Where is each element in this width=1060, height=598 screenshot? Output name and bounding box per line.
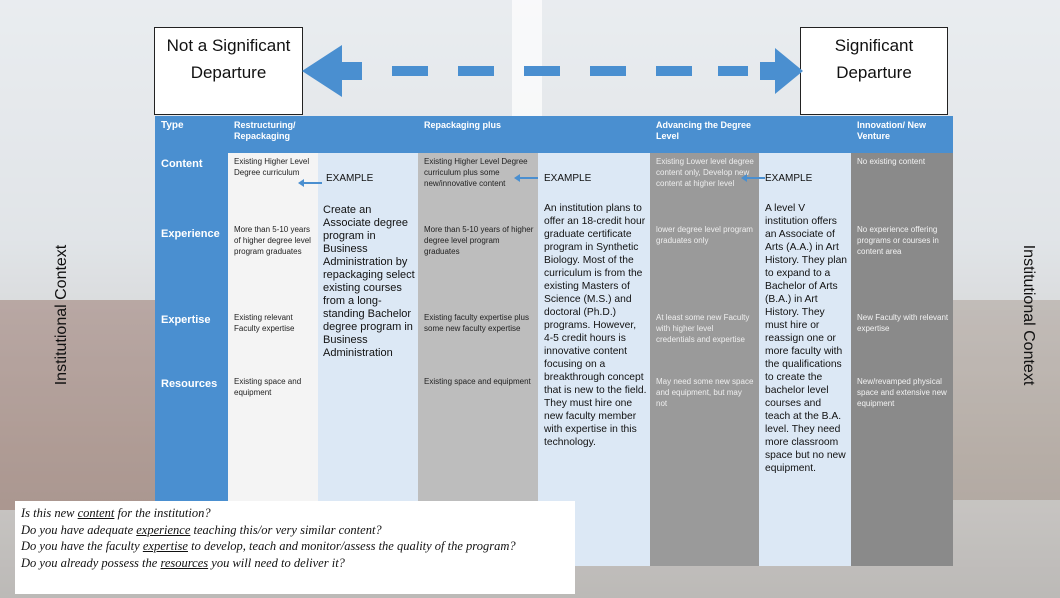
example-3-label: EXAMPLE [765, 173, 813, 184]
example-1-header-bg [318, 116, 418, 153]
institutional-context-left: Institutional Context [53, 244, 70, 386]
repackaging-plus-header: Repackaging plus [424, 120, 502, 130]
restructuring-content: Existing Higher Level Degree curriculum [234, 157, 310, 177]
repackaging-plus-resources: Existing space and equipment [424, 377, 531, 386]
arrow-dash [392, 66, 428, 76]
example-3-column: EXAMPLE A level V institution offers an … [741, 116, 851, 566]
restructuring-header: Restructuring/ Repackaging [234, 120, 296, 141]
arrow-left-icon [298, 179, 322, 187]
advancing-expertise: At least some new Faculty with higher le… [656, 313, 750, 344]
example-2-label: EXAMPLE [544, 173, 592, 184]
innovation-content: No existing content [857, 157, 926, 166]
restructuring-resources: Existing space and equipment [234, 377, 302, 397]
spectrum-double-arrow [302, 45, 803, 97]
arrow-dash [718, 66, 748, 76]
question-expertise: Do you have the faculty expertise to dev… [21, 539, 516, 553]
arrow-dash [590, 66, 626, 76]
example-2-column: EXAMPLE An institution plans to offer an… [514, 116, 650, 566]
institutional-context-right: Institutional Context [1020, 244, 1037, 386]
departure-table: Type Content Experience Expertise Resour… [155, 116, 953, 566]
example-3-text: A level V institution offers an Associat… [765, 203, 848, 474]
innovation-resources: New/revamped physical space and extensiv… [857, 377, 947, 408]
repackaging-plus-column: Repackaging plus Existing Higher Level D… [418, 116, 538, 566]
advancing-column: Advancing the Degree Level Existing Lowe… [650, 116, 759, 566]
example-1-column: EXAMPLE Create an Associate degree progr… [298, 116, 418, 566]
arrow-dash [656, 66, 692, 76]
innovation-experience: No experience offering programs or cours… [857, 225, 939, 256]
row-label-experience: Experience [161, 228, 220, 240]
innovation-expertise: New Faculty with relevant expertise [857, 313, 949, 333]
left-arrowhead [302, 45, 362, 97]
significant-departure-label: Significant Departure [834, 36, 914, 82]
not-significant-departure-label: Not a Significant Departure [166, 36, 291, 82]
innovation-header: Innovation/ New Venture [857, 120, 927, 141]
row-label-content: Content [161, 158, 203, 170]
arrow-dash [458, 66, 494, 76]
arrow-left-icon [514, 174, 538, 182]
row-label-resources: Resources [161, 378, 218, 390]
advancing-content: Existing Lower level degree content only… [656, 157, 754, 188]
advancing-header-bg [650, 116, 759, 153]
question-content: Is this new content for the institution? [21, 506, 211, 520]
arrow-left-icon [741, 174, 765, 182]
restructuring-experience: More than 5-10 years of higher degree le… [234, 225, 311, 256]
repackaging-plus-content: Existing Higher Level Degree curriculum … [424, 157, 528, 188]
repackaging-plus-expertise: Existing faculty expertise plus some new… [424, 313, 529, 333]
advancing-resources: May need some new space and equipment, b… [656, 377, 754, 408]
example-3-header-bg [759, 116, 851, 153]
repackaging-plus-experience: More than 5-10 years of higher degree le… [424, 225, 534, 256]
background-building-left [0, 300, 160, 510]
type-column: Type Content Experience Expertise Resour… [155, 116, 228, 566]
innovation-column: Innovation/ New Venture No existing cont… [851, 116, 953, 566]
row-label-expertise: Expertise [161, 314, 211, 326]
arrow-dash [524, 66, 560, 76]
advancing-experience: lower degree level program graduates onl… [656, 225, 753, 245]
advancing-header: Advancing the Degree Level [656, 120, 752, 141]
restructuring-header-bg [228, 116, 318, 153]
guiding-questions: Is this new content for the institution?… [15, 501, 575, 594]
question-resources: Do you already possess the resources you… [21, 555, 345, 570]
restructuring-expertise: Existing relevant Faculty expertise [234, 313, 295, 333]
significant-departure-box: Significant Departure [800, 27, 948, 115]
example-1-label: EXAMPLE [326, 173, 374, 184]
example-2-header-bg [538, 116, 650, 153]
background-tower [512, 0, 542, 118]
repackaging-plus-header-bg [418, 116, 538, 153]
not-significant-departure-box: Not a Significant Departure [154, 27, 303, 115]
innovation-header-bg [851, 116, 953, 153]
background-building-right [940, 300, 1060, 500]
example-1-text: Create an Associate degree program in Bu… [323, 204, 415, 359]
type-header: Type [161, 120, 184, 131]
restructuring-column: Restructuring/ Repackaging Existing High… [228, 116, 318, 566]
question-experience: Do you have adequate experience teaching… [21, 522, 382, 537]
example-2-text: An institution plans to offer an 18-cred… [544, 203, 647, 448]
right-arrowhead [760, 48, 803, 94]
